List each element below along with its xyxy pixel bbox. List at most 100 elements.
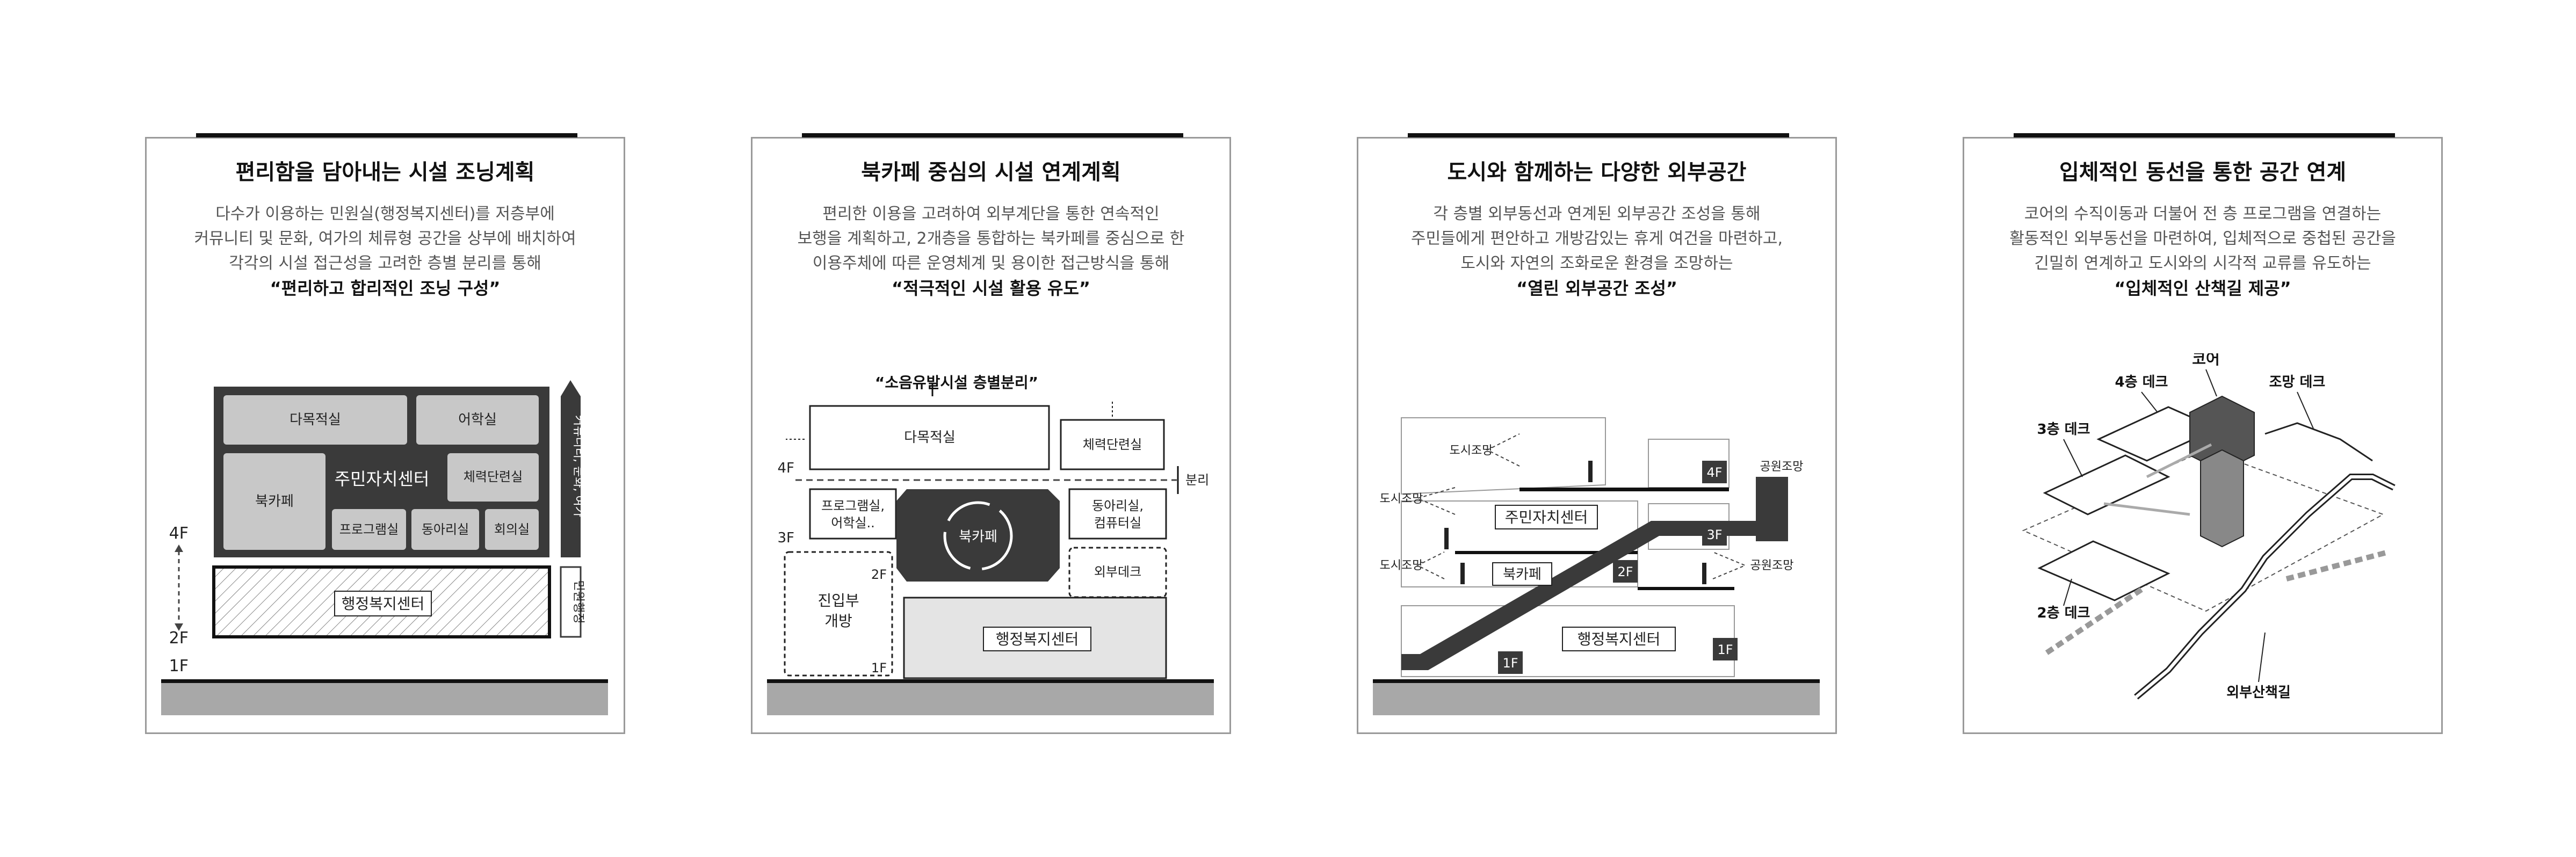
room-multi-label: 다목적실 (290, 412, 341, 428)
panel-description: 다수가 이용하는 민원실(행정복지센터)를 저층부에 커뮤니티 및 문화, 여가… (157, 202, 613, 301)
panel-outdoor: 도시와 함께하는 다양한 외부공간 각 층별 외부동선과 연계된 외부공간 조성… (1357, 133, 1837, 734)
bookcafe-label: 북카페 (959, 529, 997, 545)
desc-line: 각 층별 외부동선과 연계된 외부공간 조성을 통해 (1433, 205, 1761, 223)
cityview-label-2: 도시조망 (1380, 492, 1423, 506)
ground (767, 679, 1214, 683)
ground-base (161, 683, 608, 715)
ground (1373, 679, 1820, 683)
panel-zoning: 편리함을 담아내는 시설 조닝계획 다수가 이용하는 민원실(행정복지센터)를 … (145, 133, 625, 734)
center-label-box (1495, 505, 1598, 529)
floor-label-2f: 2F (871, 567, 887, 582)
panel-quote: “편리하고 합리적인 조닝 구성” (270, 278, 501, 299)
marker-4f (1702, 461, 1727, 483)
room-program (332, 509, 406, 550)
panel-title: 입체적인 동선을 통한 공간 연계 (2059, 160, 2347, 185)
room-outdeck (1068, 547, 1167, 598)
panel-quote: “열린 외부공간 조성” (1516, 278, 1677, 299)
admin-label: 행정복지센터 (342, 595, 425, 613)
entry-zone (784, 551, 893, 677)
deck2-label: 2층 데크 (2037, 605, 2090, 621)
desc-line: 활동적인 외부동선을 마련하여, 입체적으로 중첩된 공간을 (2009, 229, 2396, 248)
room-meeting-label: 회의실 (494, 522, 530, 537)
room-lang (416, 395, 539, 445)
floor-label-4f: 4F (169, 524, 189, 543)
community-side-label: 커뮤니티, 문화, 여가 (571, 415, 585, 517)
room-multi (809, 405, 1050, 470)
parkview-cone-2 (1712, 551, 1747, 579)
room-bookcafe (223, 453, 325, 550)
stair-top (1756, 477, 1788, 541)
marker-2f (1613, 560, 1638, 583)
desc-line: 긴밀히 연계하고 도시와의 시각적 교류를 유도하는 (2034, 254, 2371, 273)
bookcafe-label-box (1492, 562, 1552, 586)
person-icon (1588, 461, 1593, 482)
person-icon (1702, 563, 1706, 584)
panel-description: 각 층별 외부동선과 연계된 외부공간 조성을 통해 주민들에게 편안하고 개방… (1369, 202, 1825, 301)
room-club (1068, 488, 1167, 540)
desc-line: 편리한 이용을 고려하여 외부계단을 통한 연속적인 (822, 205, 1160, 223)
slab-2f (1638, 587, 1734, 590)
zoning-diagram: 4F 2F 1F 다목적실 어학실 북카페 주민자치센터 체력단련실 프로그램실… (147, 353, 624, 732)
cityview-label-3: 도시조망 (1380, 559, 1423, 572)
person-icon (1444, 528, 1449, 549)
desc-line: 주민들에게 편안하고 개방감있는 휴게 여건을 마련하고, (1410, 229, 1783, 248)
panel-top-bar (802, 133, 1183, 137)
panel-top-bar (1408, 133, 1789, 137)
marker-1f-left-label: 1F (1502, 656, 1518, 671)
bookcafe-label: 북카페 (1503, 567, 1542, 583)
desc-line: 커뮤니티 및 문화, 여가의 체류형 공간을 상부에 배치하여 (194, 229, 576, 248)
panel-description: 편리한 이용을 고려하여 외부계단을 통한 연속적인 보행을 계획하고, 2개층… (763, 202, 1219, 301)
deck-3f (2043, 454, 2170, 515)
panel-bookcafe: 북카페 중심의 시설 연계계획 편리한 이용을 고려하여 외부계단을 통한 연속… (751, 133, 1231, 734)
admin-label-box (1562, 627, 1676, 651)
center-label: 주민자치센터 (1505, 509, 1588, 526)
flow-line-2 (2146, 443, 2212, 478)
bookcafe-diagram: “소음유발시설 층별분리” 다목적실 다목적실 체력단련실 4F 분리 프로그램… (752, 353, 1229, 732)
deck-2f (2037, 540, 2170, 601)
admin-side-box (560, 566, 582, 638)
floor-label-2f: 2F (169, 629, 189, 648)
bookcafe-core (896, 489, 1060, 582)
entry-label: 진입부 (817, 592, 859, 609)
ground-base (767, 683, 1214, 715)
viewdeck-label: 조망 데크 (2269, 374, 2326, 390)
desc-line: 도시와 자연의 조화로운 환경을 조망하는 (1460, 254, 1733, 273)
slab-3f (1455, 551, 1638, 554)
room-program (809, 488, 897, 540)
center-label: 주민자치센터 (335, 469, 430, 489)
marker-2f-label: 2F (1617, 564, 1633, 579)
panel-circulation: 입체적인 동선을 통한 공간 연계 코어의 수직이동과 더불어 전 층 프로그램… (1963, 133, 2443, 734)
core-label: 코어 (2192, 353, 2220, 368)
leader-deck3 (2063, 439, 2083, 477)
entry-label-2: 개방 (824, 612, 852, 630)
panel-title: 편리함을 담아내는 시설 조닝계획 (235, 160, 535, 185)
room-club-label: 동아리실 (422, 522, 469, 537)
panel-description: 코어의 수직이동과 더불어 전 층 프로그램을 연결하는 활동적인 외부동선을 … (1975, 202, 2430, 301)
panel-top-bar (2014, 133, 2395, 137)
panel-top-bar (196, 133, 577, 137)
flow-arrow-right (2285, 549, 2390, 582)
external-stair (1401, 521, 1756, 670)
room-fitness (1060, 419, 1165, 470)
room-fitness-label: 체력단련실 (1083, 437, 1142, 452)
room-club (411, 509, 479, 550)
arrow-head-up (175, 544, 183, 552)
room-club-label-2: 컴퓨터실 (1094, 515, 1141, 531)
admin-label: 행정복지센터 (1578, 630, 1661, 648)
viewdeck-path (2264, 422, 2373, 462)
leader-viewdeck (2297, 391, 2314, 429)
desc-line: 보행을 계획하고, 2개층을 통합하는 북카페를 중심으로 한 (797, 229, 1185, 248)
marker-3f-label: 3F (1706, 527, 1722, 542)
leader-walk (2258, 632, 2266, 682)
floor-label-1f: 1F (871, 660, 887, 676)
room-program-label-2: 어학실.. (831, 515, 875, 531)
panel-title: 북카페 중심의 시설 연계계획 (861, 160, 1121, 185)
desc-line: 다수가 이용하는 민원실(행정복지센터)를 저층부에 (215, 205, 555, 223)
flow-line-1 (2103, 502, 2190, 516)
cityview-cone-1 (1486, 433, 1520, 467)
deck3-label: 3층 데크 (2037, 422, 2090, 438)
room-bookcafe-label: 북카페 (255, 493, 294, 510)
leader-core (2205, 369, 2217, 397)
admin-label-box (983, 627, 1091, 651)
cityview-cone-2 (1416, 487, 1456, 515)
